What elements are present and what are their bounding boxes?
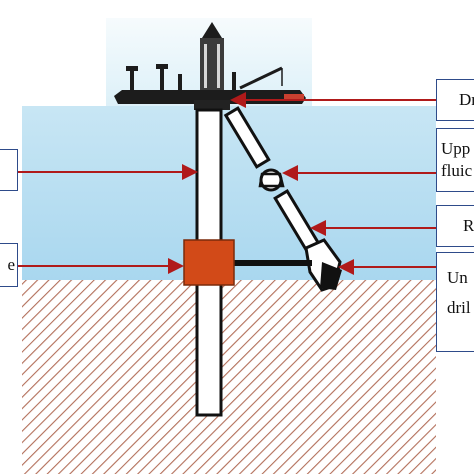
- riser-deck: [194, 100, 230, 110]
- seabed: [22, 280, 436, 474]
- wellhead-block: [183, 239, 235, 286]
- label-casing: [0, 149, 18, 191]
- drilling-vessel: [114, 22, 306, 104]
- inclined-drill-line: [223, 106, 327, 263]
- label-riser: R: [436, 205, 474, 247]
- label-drilling-vessel: Dr: [436, 79, 474, 121]
- connection-arm: [232, 260, 312, 266]
- label-lower-drill: Un dril: [436, 252, 474, 352]
- label-wellhead: e: [0, 243, 18, 287]
- upper-joint: [258, 168, 285, 192]
- drill-head: [304, 238, 342, 292]
- callout-arrows: [18, 92, 436, 275]
- label-upper-fluid: Upp fluic: [436, 128, 474, 192]
